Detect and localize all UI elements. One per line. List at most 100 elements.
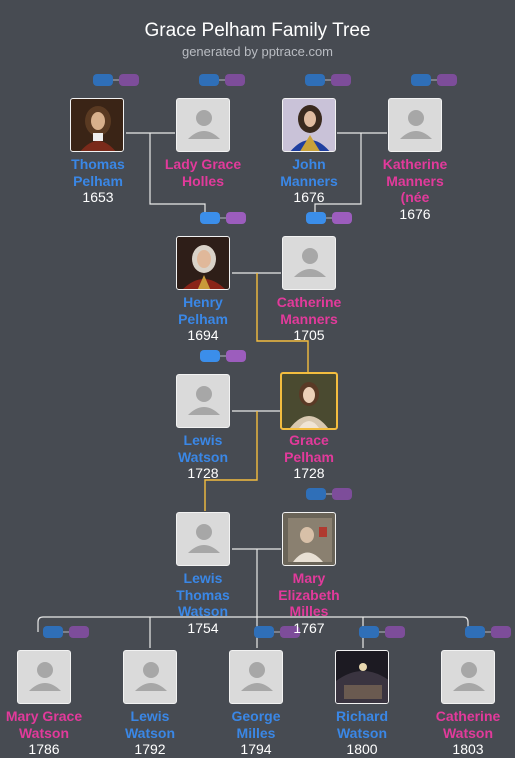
children-toggle[interactable] [254,626,300,638]
page-subtitle: generated by pptrace.com [181,44,334,59]
person-name: Pelham [284,448,334,465]
mother-button[interactable] [225,74,245,86]
birth-year: 1676 [399,205,431,222]
person-name: Elizabeth [278,586,340,603]
person-name: Watson [442,724,494,741]
avatar-placeholder-icon[interactable] [388,98,442,152]
birth-year: 1794 [240,741,272,757]
avatar-placeholder-icon[interactable] [282,236,336,290]
mother-button[interactable] [226,350,246,362]
person-name: Watson [18,724,70,741]
parents-toggle[interactable] [305,74,351,86]
portrait-henry-pelham[interactable] [176,236,230,290]
mother-button[interactable] [280,626,300,638]
person-name: Pelham [178,310,228,327]
person-name: Pelham [73,172,123,189]
parents-toggle[interactable] [200,212,246,224]
person-catherine-watson[interactable]: Catherine Watson 1803 [413,708,515,758]
father-button[interactable] [306,488,326,500]
birth-year: 1705 [293,327,325,343]
person-lewis-watson-1792[interactable]: Lewis Watson 1792 [95,708,205,758]
portrait-mary-elizabeth-milles[interactable] [282,512,336,566]
person-name: John [292,156,326,172]
person-mary-elizabeth-milles[interactable]: Mary Elizabeth Milles 1767 [254,570,364,637]
mother-button[interactable] [226,212,246,224]
father-button[interactable] [306,212,326,224]
mother-button[interactable] [385,626,405,638]
birth-year: 1800 [346,741,378,757]
person-katherine-manners-nee[interactable]: Katherine Manners (née 1676 [360,156,470,223]
portrait-thomas-pelham[interactable] [70,98,124,152]
birth-year: 1754 [187,619,219,636]
person-name: Watson [336,724,388,741]
parents-toggle[interactable] [200,350,246,362]
person-name: Watson [177,448,229,465]
birth-year: 1728 [293,465,325,481]
avatar-placeholder-icon[interactable] [176,374,230,428]
person-name: Holles [181,172,224,189]
mother-button[interactable] [332,212,352,224]
birth-year: 1803 [452,741,484,757]
portrait-john-manners[interactable] [282,98,336,152]
avatar-placeholder-icon[interactable] [441,650,495,704]
father-button[interactable] [254,626,274,638]
person-name: Manners [386,172,444,189]
father-button[interactable] [465,626,485,638]
avatar-placeholder-icon[interactable] [17,650,71,704]
father-button[interactable] [199,74,219,86]
parents-toggle[interactable] [93,74,139,86]
person-john-manners[interactable]: John Manners 1676 [254,156,364,206]
parents-toggle[interactable] [306,212,352,224]
father-button[interactable] [411,74,431,86]
person-thomas-pelham[interactable]: Thomas Pelham 1653 [43,156,153,206]
person-name: Thomas [176,586,230,603]
person-richard-watson[interactable]: Richard Watson 1800 [307,708,417,758]
children-toggle[interactable] [359,626,405,638]
children-toggle[interactable] [465,626,511,638]
birth-year: 1676 [293,189,325,205]
father-button[interactable] [43,626,63,638]
mother-button[interactable] [332,488,352,500]
person-mary-grace-watson[interactable]: Mary Grace Watson 1786 [0,708,99,758]
father-button[interactable] [200,350,220,362]
mother-button[interactable] [437,74,457,86]
person-name: Grace [289,432,329,448]
father-button[interactable] [200,212,220,224]
person-name: Manners [280,172,338,189]
parents-toggle[interactable] [306,488,352,500]
person-george-milles[interactable]: George Milles 1794 [201,708,311,758]
avatar-placeholder-icon[interactable] [229,650,283,704]
person-name: Lewis [183,432,223,448]
portrait-richard-watson[interactable] [335,650,389,704]
person-henry-pelham[interactable]: Henry Pelham 1694 [148,294,258,344]
avatar-placeholder-icon[interactable] [176,98,230,152]
person-lewis-watson[interactable]: Lewis Watson 1728 [148,432,258,482]
person-grace-pelham[interactable]: Grace Pelham 1728 [254,432,364,482]
parents-toggle[interactable] [199,74,245,86]
avatar-placeholder-icon[interactable] [176,512,230,566]
person-lady-grace-holles[interactable]: Lady Grace Holles [148,156,258,189]
birth-year: 1792 [134,741,166,757]
person-catherine-manners[interactable]: Catherine Manners 1705 [254,294,364,344]
person-name: Lewis [130,708,170,724]
birth-year: 1728 [187,465,219,481]
birth-year: 1767 [293,619,325,636]
person-name: Mary [292,570,326,586]
person-name: Thomas [71,156,125,172]
person-name: George [231,708,281,724]
father-button[interactable] [305,74,325,86]
father-button[interactable] [359,626,379,638]
children-toggle[interactable] [43,626,89,638]
mother-button[interactable] [119,74,139,86]
father-button[interactable] [93,74,113,86]
person-name: Mary Grace [5,708,83,724]
parents-toggle[interactable] [411,74,457,86]
person-name: Catherine [276,294,342,310]
mother-button[interactable] [331,74,351,86]
portrait-grace-pelham[interactable] [280,372,338,430]
mother-button[interactable] [69,626,89,638]
person-lewis-thomas-watson[interactable]: Lewis Thomas Watson 1754 [148,570,258,637]
avatar-placeholder-icon[interactable] [123,650,177,704]
person-name: Henry [183,294,223,310]
mother-button[interactable] [491,626,511,638]
